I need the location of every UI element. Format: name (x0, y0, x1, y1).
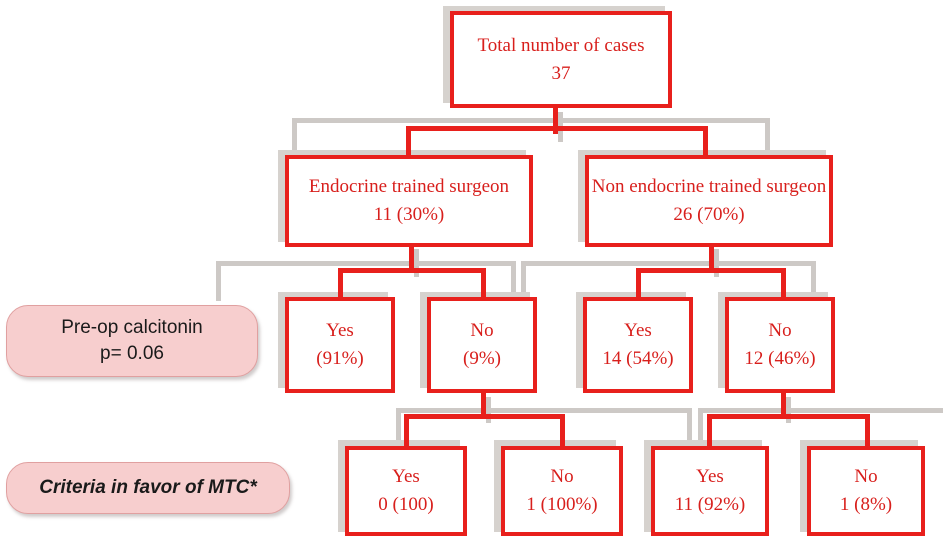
connector-nonendono-left-drop (707, 414, 712, 446)
node-non-endocrine-calcitonin-no-value: 12 (46%) (744, 348, 816, 369)
connector-shadow (521, 261, 816, 266)
node-criteria-non-endocrine-no[interactable]: No 1 (8%) (807, 446, 925, 536)
connector-nonendocrine-right-drop (781, 268, 786, 300)
connector-nonendocrine-left-drop (636, 268, 641, 300)
node-non-endocrine-surgeon[interactable]: Non endocrine trained surgeon 26 (70%) (585, 155, 833, 247)
connector-shadow (765, 118, 770, 158)
connector-nonendono-bar (707, 414, 870, 419)
node-endocrine-calcitonin-no-label: No (470, 320, 494, 342)
node-non-endocrine-calcitonin-no[interactable]: No 12 (46%) (725, 297, 835, 393)
connector-shadow (292, 118, 297, 158)
node-endocrine-calcitonin-yes[interactable]: Yes (91%) (285, 297, 395, 393)
callout-pre-op-calcitonin-title: Pre-op calcitonin (61, 317, 203, 339)
node-criteria-non-endocrine-yes[interactable]: Yes 11 (92%) (651, 446, 769, 536)
node-criteria-endocrine-yes[interactable]: Yes 0 (100) (345, 446, 467, 536)
node-criteria-non-endocrine-yes-value: 11 (92%) (674, 494, 746, 515)
callout-criteria-mtc[interactable]: Criteria in favor of MTC* (6, 462, 290, 514)
node-criteria-non-endocrine-no-label: No (854, 466, 878, 488)
connector-shadow (216, 261, 221, 301)
connector-shadow (292, 118, 770, 123)
connector-shadow (698, 408, 943, 413)
node-endocrine-calcitonin-no-value: (9%) (463, 348, 501, 369)
node-total-cases-label: Total number of cases (477, 34, 645, 56)
connector-endono-left-drop (404, 414, 409, 446)
node-total-cases-value: 37 (551, 62, 571, 84)
connector-shadow (687, 408, 692, 446)
node-non-endocrine-calcitonin-yes-value: 14 (54%) (602, 348, 674, 369)
node-criteria-non-endocrine-yes-label: Yes (696, 466, 724, 488)
connector-root-right-drop (703, 126, 708, 159)
node-criteria-non-endocrine-no-value: 1 (8%) (839, 494, 893, 515)
connector-endocrine-right-drop (481, 268, 486, 300)
connector-shadow (811, 261, 816, 301)
callout-pre-op-calcitonin-pvalue: p= 0.06 (100, 343, 164, 364)
node-endocrine-surgeon-value: 11 (30%) (373, 204, 445, 225)
connector-nonendono-right-drop (865, 414, 870, 446)
connector-endono-bar (404, 414, 565, 419)
connector-endono-stem (481, 391, 486, 417)
node-criteria-endocrine-yes-value: 0 (100) (378, 494, 434, 515)
connector-root-left-drop (406, 126, 411, 159)
callout-pre-op-calcitonin[interactable]: Pre-op calcitonin p= 0.06 (6, 305, 258, 377)
node-non-endocrine-surgeon-value: 26 (70%) (673, 204, 745, 225)
connector-endocrine-bar (338, 268, 486, 273)
connector-root-stem (553, 106, 558, 134)
node-non-endocrine-surgeon-label: Non endocrine trained surgeon (591, 176, 827, 198)
connector-shadow (396, 408, 692, 413)
node-non-endocrine-calcitonin-yes-label: Yes (624, 320, 652, 342)
node-total-cases[interactable]: Total number of cases 37 (450, 11, 672, 108)
node-criteria-endocrine-no[interactable]: No 1 (100%) (501, 446, 623, 536)
node-criteria-endocrine-no-value: 1 (100%) (526, 494, 598, 515)
node-endocrine-surgeon-label: Endocrine trained surgeon (308, 176, 510, 198)
node-endocrine-calcitonin-yes-value: (91%) (316, 348, 364, 369)
connector-shadow (521, 261, 526, 301)
node-endocrine-calcitonin-yes-label: Yes (326, 320, 354, 342)
connector-shadow (216, 261, 516, 266)
connector-nonendocrine-stem (709, 243, 714, 271)
connector-endocrine-left-drop (338, 268, 343, 300)
node-criteria-endocrine-no-label: No (550, 466, 574, 488)
connector-root-bar (406, 126, 708, 131)
connector-nonendocrine-bar (636, 268, 786, 273)
connector-shadow (396, 408, 401, 446)
node-criteria-endocrine-yes-label: Yes (392, 466, 420, 488)
connector-shadow (698, 408, 703, 446)
callout-criteria-mtc-title: Criteria in favor of MTC* (39, 477, 257, 499)
node-endocrine-surgeon[interactable]: Endocrine trained surgeon 11 (30%) (285, 155, 533, 247)
connector-shadow (511, 261, 516, 301)
connector-endocrine-stem (409, 243, 414, 271)
node-non-endocrine-calcitonin-no-label: No (768, 320, 792, 342)
connector-endono-right-drop (560, 414, 565, 446)
node-non-endocrine-calcitonin-yes[interactable]: Yes 14 (54%) (583, 297, 693, 393)
node-endocrine-calcitonin-no[interactable]: No (9%) (427, 297, 537, 393)
connector-nonendono-stem (781, 391, 786, 417)
